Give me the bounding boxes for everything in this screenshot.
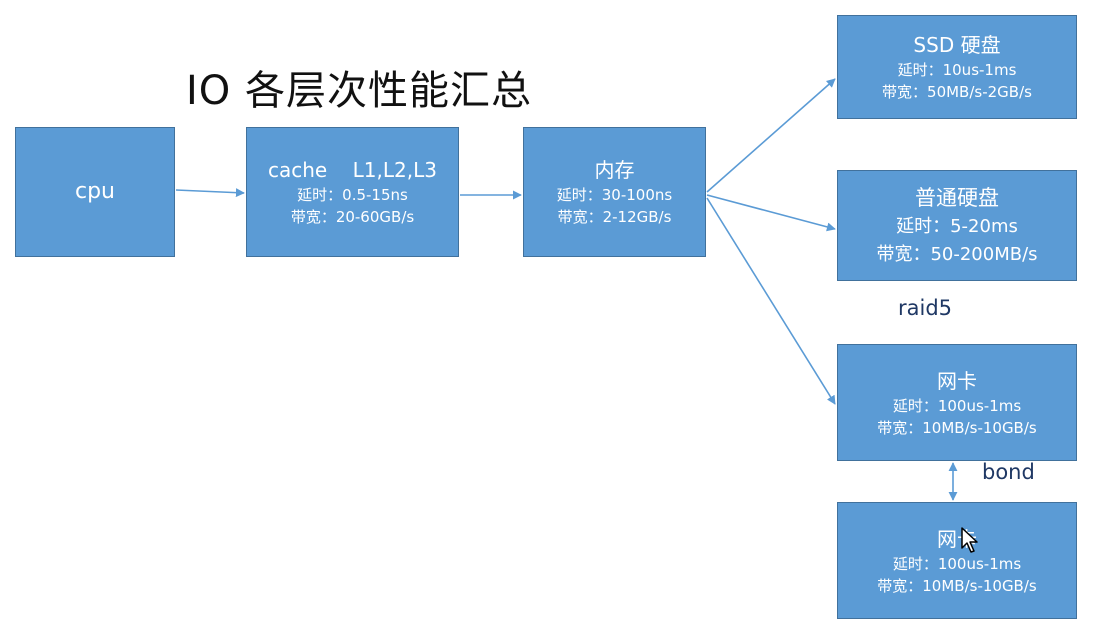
nic-node-secondary-bandwidth: 带宽：10MB/s-10GB/s	[877, 576, 1037, 595]
ssd-node-bandwidth: 带宽：50MB/s-2GB/s	[882, 83, 1032, 101]
hdd-node-name: 普通硬盘	[915, 185, 999, 210]
nic-node-primary-name: 网卡	[937, 368, 977, 393]
arrow-memory-to-hdd	[706, 194, 836, 232]
memory-node-latency: 延时：30-100ns	[556, 186, 673, 204]
arrow-memory-to-nic	[706, 197, 836, 405]
cache-node: cache L1,L2,L3 延时：0.5-15ns 带宽：20-60GB/s	[246, 127, 459, 257]
cpu-node-name: cpu	[74, 179, 115, 204]
nic-node-secondary-latency: 延时：100us-1ms	[892, 554, 1022, 573]
arrow-memory-to-ssd	[706, 78, 836, 193]
cache-node-latency: 延时：0.5-15ns	[297, 186, 408, 204]
ssd-node-latency: 延时：10us-1ms	[897, 61, 1017, 79]
bond-label: bond	[982, 460, 1035, 484]
ssd-node: SSD 硬盘 延时：10us-1ms 带宽：50MB/s-2GB/s	[837, 15, 1077, 119]
nic-node-secondary: 网卡 延时：100us-1ms 带宽：10MB/s-10GB/s	[837, 502, 1077, 619]
memory-node-bandwidth: 带宽：2-12GB/s	[557, 208, 672, 226]
memory-node: 内存 延时：30-100ns 带宽：2-12GB/s	[523, 127, 706, 257]
cache-node-bandwidth: 带宽：20-60GB/s	[290, 208, 415, 226]
hdd-node-latency: 延时：5-20ms	[896, 215, 1018, 237]
raid5-label: raid5	[898, 296, 953, 320]
hdd-node-bandwidth: 带宽：50-200MB/s	[876, 243, 1038, 265]
hdd-node: 普通硬盘 延时：5-20ms 带宽：50-200MB/s	[837, 170, 1077, 281]
mouse-cursor-icon	[961, 527, 978, 553]
memory-node-name: 内存	[594, 158, 635, 182]
page-title: IO 各层次性能汇总	[186, 68, 532, 114]
nic-node-primary-bandwidth: 带宽：10MB/s-10GB/s	[877, 418, 1037, 437]
ssd-node-name: SSD 硬盘	[913, 33, 1001, 57]
cache-node-name: cache L1,L2,L3	[268, 158, 437, 182]
nic-node-primary: 网卡 延时：100us-1ms 带宽：10MB/s-10GB/s	[837, 344, 1077, 461]
nic-node-primary-latency: 延时：100us-1ms	[892, 396, 1022, 415]
cpu-node: cpu	[15, 127, 175, 257]
arrow-cpu-to-cache	[175, 188, 245, 198]
